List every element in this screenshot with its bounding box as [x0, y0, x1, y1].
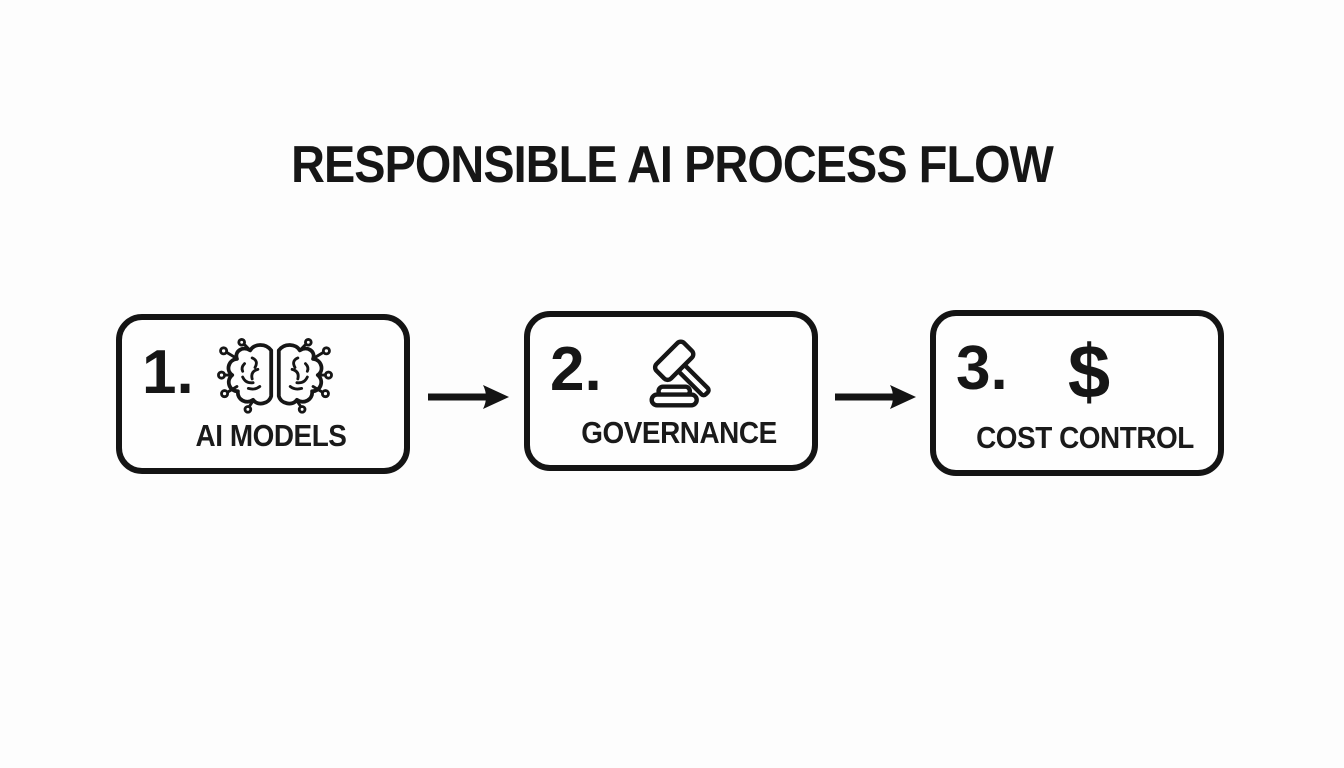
step-label: COST CONTROL [976, 420, 1194, 455]
page-title: RESPONSIBLE AI PROCESS FLOW [291, 136, 1054, 194]
step-number: 1. [142, 338, 194, 407]
step-label: GOVERNANCE [581, 415, 777, 450]
dollar-glyph: $ [1067, 330, 1111, 415]
step-number: 2. [550, 335, 602, 404]
step-number: 3. [956, 334, 1008, 403]
flow-arrow-icon [428, 385, 509, 409]
process-step-ai-models: 1. [116, 314, 410, 474]
flow-arrow-icon [835, 385, 916, 409]
process-step-cost-control: 3. $ COST CONTROL [930, 310, 1224, 476]
dollar-sign-icon: $ [1068, 332, 1110, 414]
step-label: AI MODELS [195, 418, 347, 453]
gavel-icon [638, 333, 728, 415]
ai-brain-circuit-icon [216, 336, 334, 418]
process-step-governance: 2. GOVERNANCE [524, 311, 818, 471]
